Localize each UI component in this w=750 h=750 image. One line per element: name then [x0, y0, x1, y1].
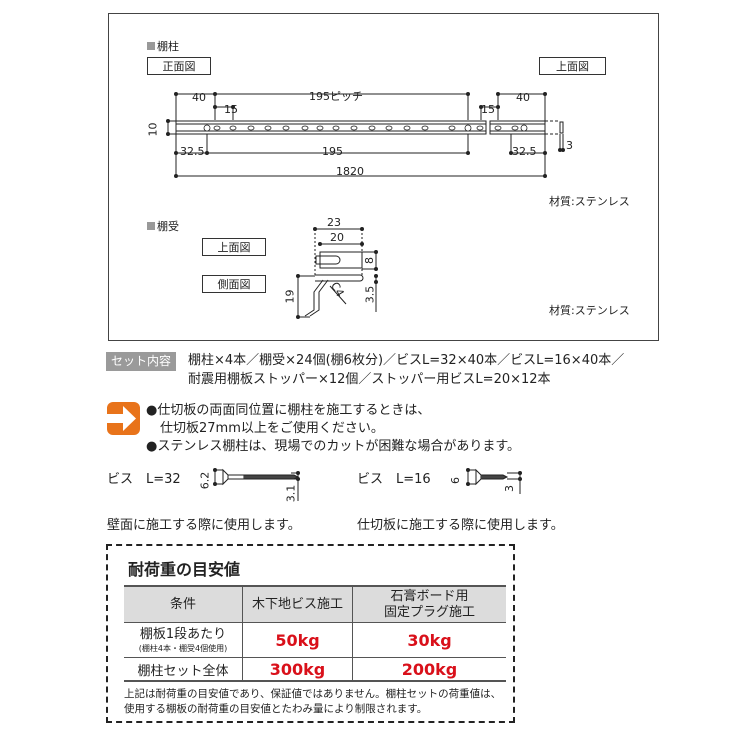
dim-hole-spacing-right: 15 — [481, 103, 495, 116]
wood-value: 300kg — [242, 657, 353, 682]
bracket-drawing — [296, 227, 378, 319]
dim-bracket-width-outer: 23 — [327, 216, 341, 229]
screw-l16-drawing — [466, 468, 522, 494]
dim-pitch: 195ピッチ — [309, 90, 363, 103]
condition-sub: (棚柱4本・棚受4個使用) — [138, 643, 228, 653]
condition-cell: 棚柱セット全体 — [124, 657, 243, 682]
screw-l32-shaft-dim: 3.1 — [284, 484, 298, 503]
dim-left-offset-top: 40 — [192, 91, 206, 104]
orange-arrow-icon — [107, 402, 140, 435]
bracket-section-text: 棚受 — [157, 220, 179, 233]
pillar-section-label: 棚柱 — [147, 38, 179, 54]
dim-bracket-width-inner: 20 — [330, 231, 344, 244]
square-bullet-icon — [147, 42, 155, 50]
front-view-label: 正面図 — [147, 57, 211, 75]
screw-l32-drawing — [213, 468, 300, 501]
dim-bracket-thickness: 3.5 — [363, 285, 377, 304]
set-contents-tag: セット内容 — [106, 352, 177, 371]
screw-l16-shaft-dim: 3 — [503, 485, 516, 492]
note-item-1: ●仕切板の両面同位置に棚柱を施工するときは、 — [146, 403, 431, 418]
dim-height: 10 — [146, 122, 160, 137]
set-contents-line1: 棚柱×4本／棚受×24個(棚6枚分)／ビスL=32×40本／ビスL=16×40本… — [188, 353, 625, 368]
screw-l16-head-dim: 6 — [449, 477, 462, 484]
disclaimer-line2: 使用する棚板の耐荷重の目安値とたわみ量により制限されます。 — [124, 703, 428, 715]
disclaimer-line1: 上記は耐荷重の目安値であり、保証値ではありません。棚柱セットの荷重値は、 — [124, 688, 502, 700]
dim-span: 195 — [322, 145, 343, 158]
header-gypsum-line2: 固定プラグ施工 — [383, 604, 475, 620]
dim-left-offset-bottom: 32.5 — [180, 145, 205, 158]
load-disclaimer: 上記は耐荷重の目安値であり、保証値ではありません。棚柱セットの荷重値は、 使用す… — [124, 687, 514, 717]
note-item-1-cont: 仕切板27mm以上をご使用ください。 — [160, 421, 384, 436]
dim-hole-spacing-left: 15 — [224, 103, 238, 116]
gypsum-value: 30kg — [352, 622, 506, 658]
header-gypsum-line1: 石膏ボード用 — [390, 588, 469, 604]
dim-right-offset-bottom: 32.5 — [512, 145, 537, 158]
note-item-2: ●ステンレス棚柱は、現場でのカットが困難な場合があります。 — [146, 439, 521, 454]
screw-l32-head-dim: 6.2 — [198, 471, 212, 490]
condition-label: 棚板1段あたり — [139, 626, 227, 642]
set-contents-text: 棚柱×4本／棚受×24個(棚6枚分)／ビスL=32×40本／ビスL=16×40本… — [188, 351, 668, 389]
pillar-drawing — [166, 92, 565, 178]
diagram-frame — [108, 13, 659, 341]
notes-list: ●仕切板の両面同位置に棚柱を施工するときは、 仕切板27mm以上をご使用ください… — [146, 402, 520, 456]
table-header-row: 条件 木下地ビス施工 石膏ボード用固定プラグ施工 — [124, 585, 506, 623]
gypsum-value: 200kg — [352, 657, 506, 682]
load-table: 条件 木下地ビス施工 石膏ボード用固定プラグ施工 棚板1段あたり(棚柱4本・棚受… — [124, 585, 506, 682]
screw-l32-label: ビス L=32 — [107, 472, 181, 487]
table-row: 棚柱セット全体 300kg 200kg — [124, 657, 506, 682]
dim-right-offset-top: 40 — [516, 91, 530, 104]
screw-l16-label: ビス L=16 — [357, 472, 431, 487]
bracket-section-label: 棚受 — [147, 218, 179, 234]
screw-l16-usage: 仕切板に施工する際に使用します。 — [357, 518, 564, 533]
pillar-material: 材質:ステンレス — [549, 195, 630, 208]
square-bullet-icon — [147, 222, 155, 230]
pillar-section-text: 棚柱 — [157, 40, 179, 53]
dim-total-length: 1820 — [336, 165, 364, 178]
header-condition: 条件 — [124, 585, 243, 623]
bracket-material: 材質:ステンレス — [549, 304, 630, 317]
table-row: 棚板1段あたり(棚柱4本・棚受4個使用) 50kg 30kg — [124, 622, 506, 658]
bracket-side-view-label: 側面図 — [202, 275, 266, 293]
wood-value: 50kg — [242, 622, 353, 658]
screw-l32-usage: 壁面に施工する際に使用します。 — [107, 518, 301, 533]
top-view-label: 上面図 — [539, 57, 606, 75]
load-capacity-box — [106, 544, 515, 723]
dim-bracket-height: 19 — [283, 289, 297, 304]
condition-cell: 棚板1段あたり(棚柱4本・棚受4個使用) — [124, 622, 243, 658]
dim-bracket-depth: 8 — [363, 257, 376, 264]
load-title: 耐荷重の目安値 — [128, 560, 241, 579]
bracket-top-view-label: 上面図 — [202, 238, 266, 256]
dim-thickness: 3 — [566, 139, 573, 152]
header-gypsum-plug: 石膏ボード用固定プラグ施工 — [352, 585, 506, 623]
set-contents-line2: 耐震用棚板ストッパー×12個／ストッパー用ビスL=20×12本 — [188, 372, 551, 387]
header-wood-screw: 木下地ビス施工 — [242, 585, 353, 623]
